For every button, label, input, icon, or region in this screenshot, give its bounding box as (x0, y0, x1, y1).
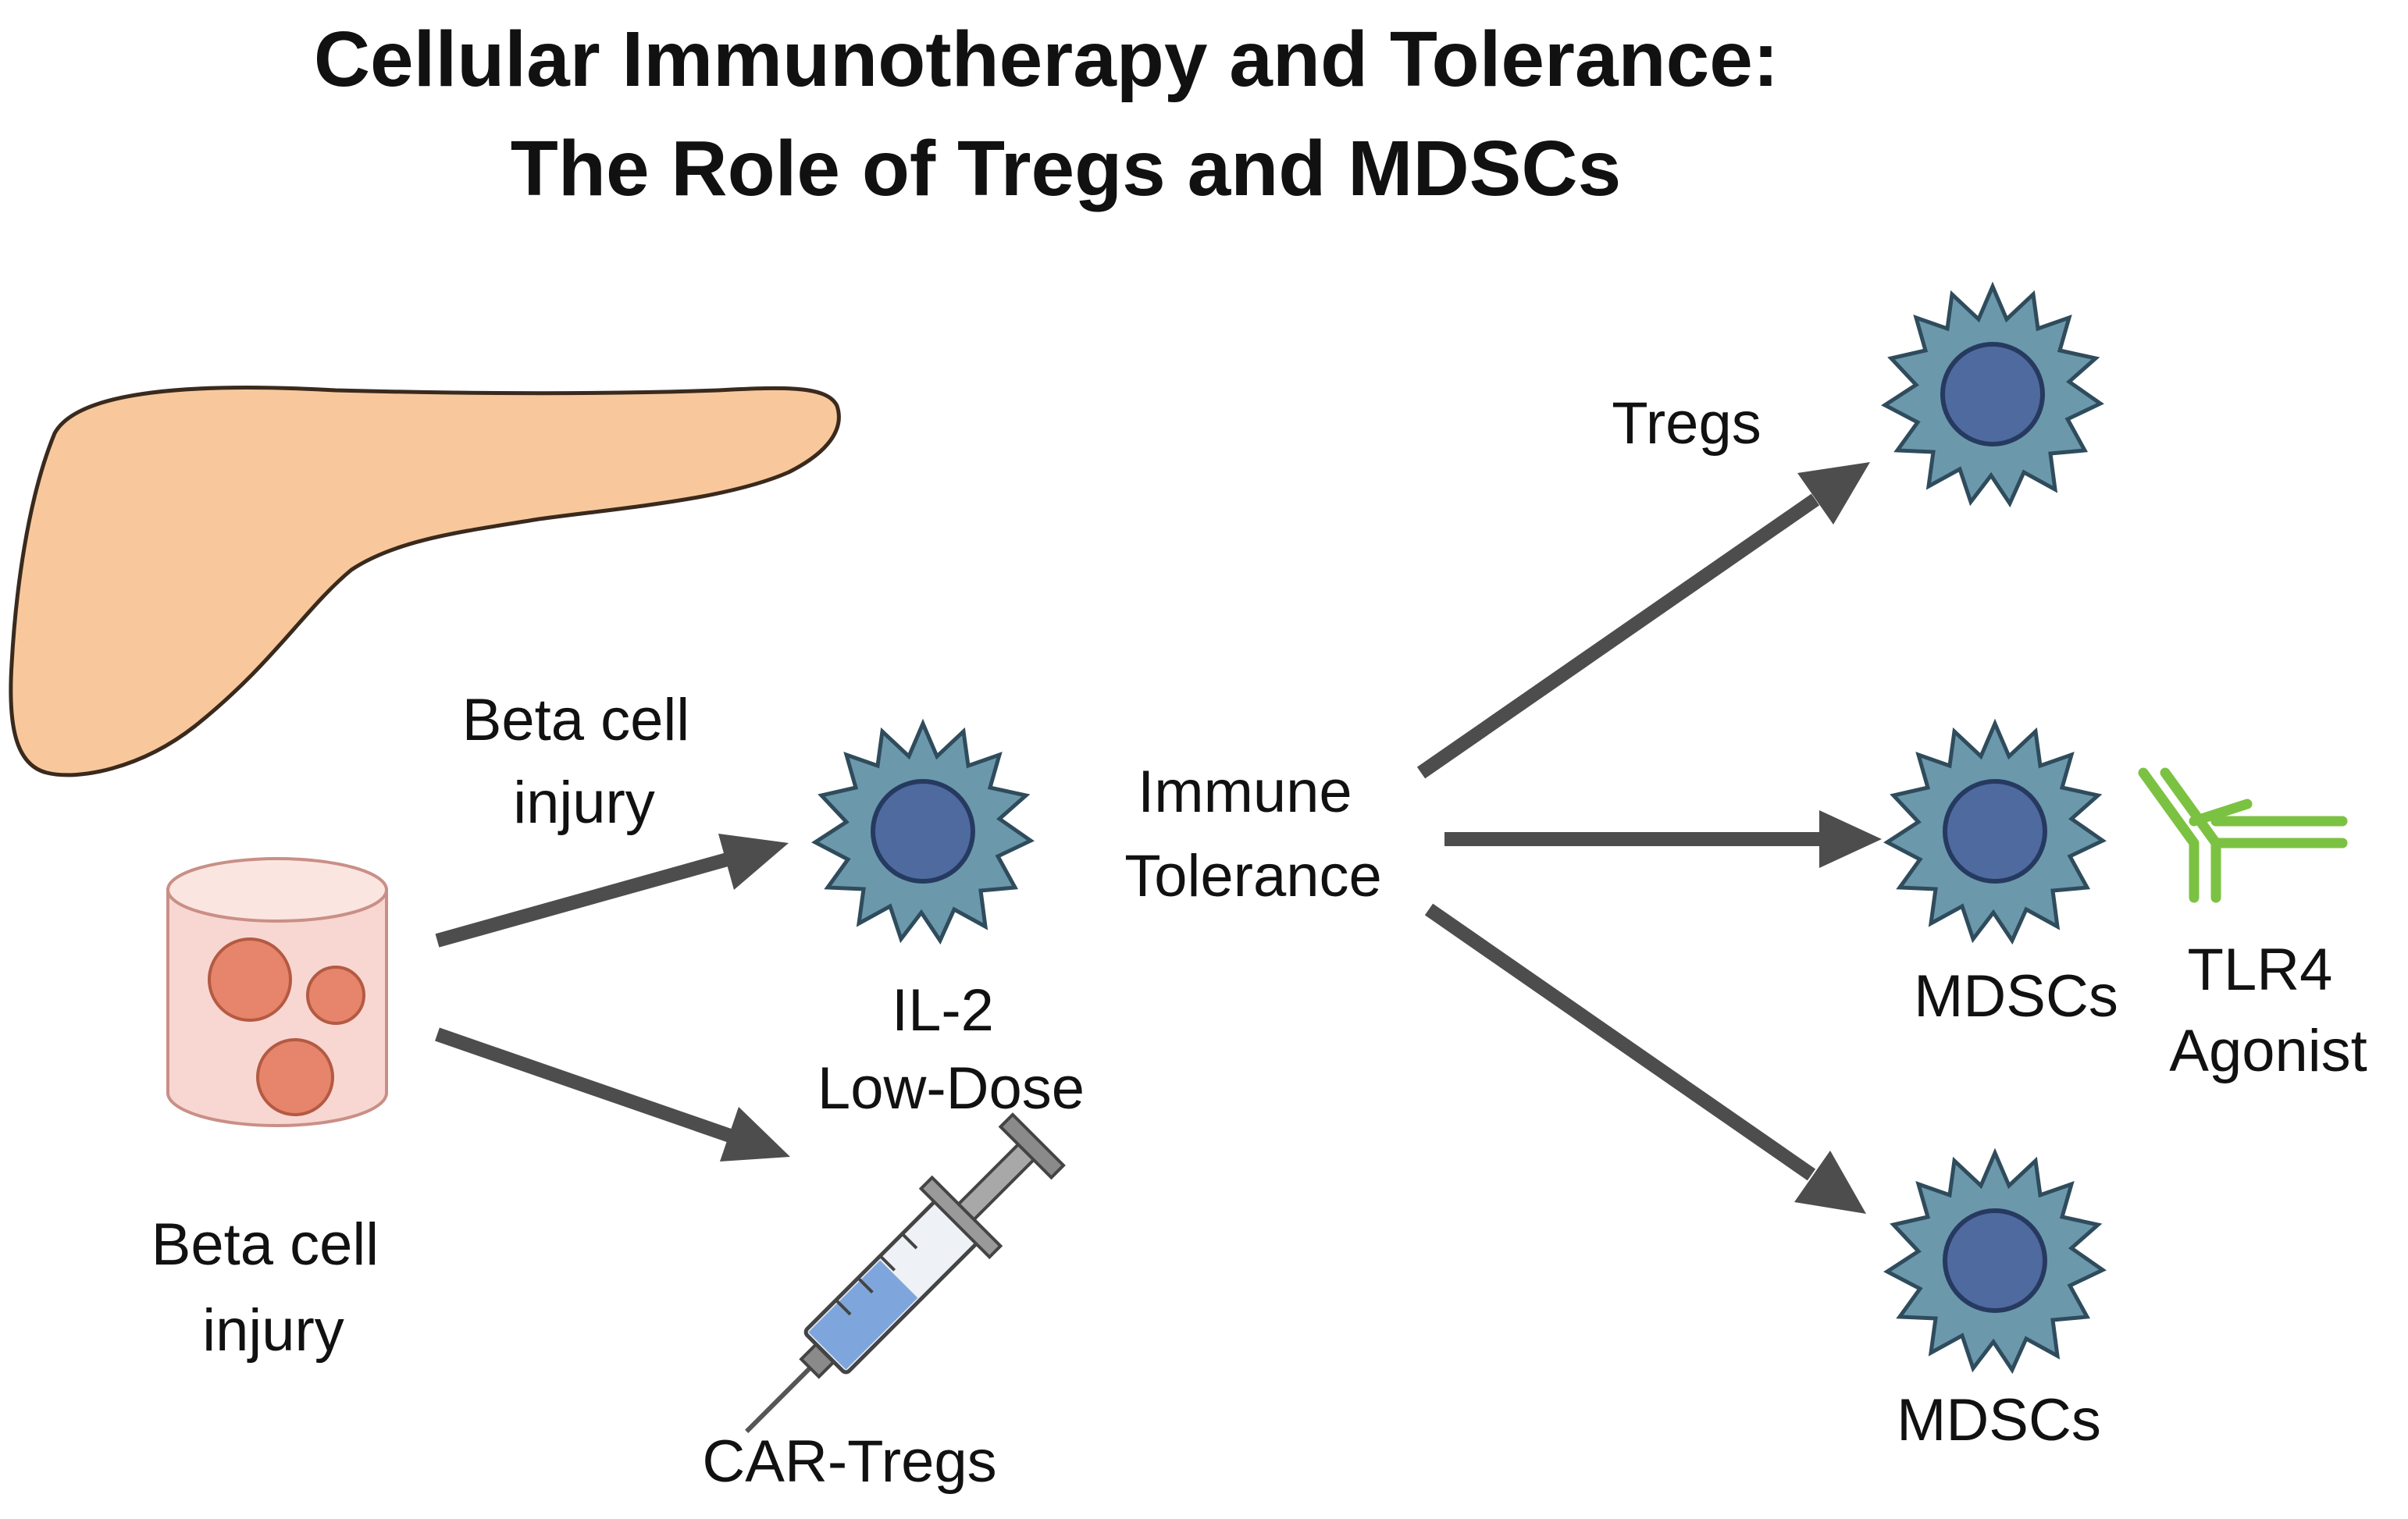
arrow-tolerance-to-mdscs-middle (1444, 810, 1882, 868)
immune-tolerance-label: Immune Tolerance (1124, 759, 1382, 909)
beta-cell-injury-arrow-label: Beta cell injury (462, 687, 707, 836)
mdscs-middle-cell-icon (1887, 724, 2103, 941)
syringe-icon (745, 1112, 1066, 1433)
islet-cell-small (306, 966, 365, 1025)
beta-cell-injury-islet-label: Beta cell injury (151, 1211, 396, 1364)
tlr4-line-2: Agonist (2169, 1018, 2367, 1084)
beta-cell-injury-islet-line-1: Beta cell (151, 1211, 379, 1278)
arrow-injury-to-car-tregs (435, 1027, 790, 1161)
arrow-injury-to-il2 (435, 834, 789, 948)
mdscs-bottom-label: MDSCs (1897, 1387, 2101, 1453)
tregs-label: Tregs (1612, 390, 1761, 457)
car-tregs-label: CAR-Tregs (702, 1428, 996, 1495)
beta-cell-islet-icon (166, 857, 388, 1127)
tlr4-agonist-label: TLR4 Agonist (2169, 937, 2367, 1084)
title-line-1: Cellular Immunotherapy and Tolerance: (314, 16, 1779, 103)
islet-cell-bottom (256, 1038, 334, 1116)
arrow-tolerance-to-tregs (1416, 462, 1870, 779)
title-line-2: The Role of Tregs and MDSCs (511, 125, 1621, 212)
immune-tolerance-line-2: Tolerance (1124, 843, 1382, 909)
beta-cell-injury-islet-line-2: injury (202, 1297, 344, 1364)
beta-cell-injury-arrow-line-2: injury (513, 770, 655, 836)
mdscs-bottom-cell-icon (1887, 1153, 2103, 1370)
il2-line-2: Low-Dose (818, 1055, 1085, 1122)
pancreas-icon (9, 386, 841, 777)
il2-cell-icon (815, 724, 1031, 941)
islet-cell-large (208, 937, 292, 1022)
beta-cell-injury-arrow-line-1: Beta cell (462, 687, 690, 753)
antibody-icon (2138, 767, 2348, 903)
il2-label: IL-2 Low-Dose (818, 977, 1085, 1122)
tlr4-line-1: TLR4 (2188, 937, 2333, 1003)
mdscs-middle-label: MDSCs (1914, 963, 2118, 1030)
arrow-tolerance-to-mdscs-bottom (1424, 903, 1866, 1214)
il2-line-1: IL-2 (892, 977, 994, 1044)
tregs-cell-icon (1885, 286, 2100, 503)
immune-tolerance-line-1: Immune (1138, 759, 1352, 825)
